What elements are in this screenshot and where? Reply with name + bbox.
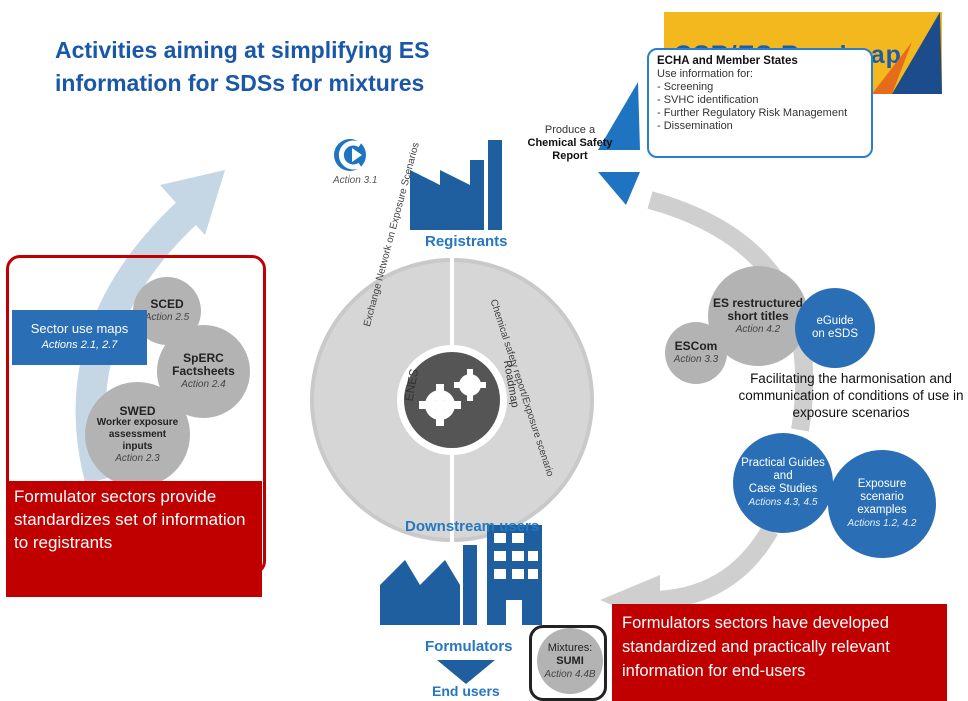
sced-title: SCED bbox=[150, 297, 184, 311]
escom-action: Action 3.3 bbox=[673, 354, 719, 365]
end-users-label: End users bbox=[432, 683, 500, 699]
es-examples-line: examples bbox=[857, 504, 907, 516]
echa-heading: ECHA and Member States bbox=[657, 55, 798, 67]
practical-line: Case Studies bbox=[748, 483, 818, 495]
echa-box: ECHA and Member States Use information f… bbox=[647, 48, 873, 158]
registrants-label: Registrants bbox=[425, 233, 508, 250]
sperc-title: SpERC bbox=[183, 351, 224, 365]
csr-line: Report bbox=[552, 150, 588, 162]
sumi-line: Mixtures: bbox=[547, 641, 593, 654]
echa-item: - Dissemination bbox=[657, 120, 733, 132]
practical-line: and bbox=[773, 470, 793, 482]
echa-intro: Use information for: bbox=[657, 68, 753, 80]
eguide-node: eGuide on eSDS bbox=[795, 288, 875, 368]
es-examples-node: Exposure scenario examples Actions 1.2, … bbox=[828, 450, 936, 558]
csr-line: Produce a bbox=[544, 124, 596, 136]
bottom-red-callout: Formulators sectors have developed stand… bbox=[612, 604, 947, 701]
registrants-factory-icon bbox=[410, 140, 502, 230]
practical-action: Actions 4.3, 4.5 bbox=[748, 497, 818, 508]
eguide-line: on eSDS bbox=[811, 328, 859, 340]
sumi-node: Mixtures: SUMI Action 4.4B bbox=[537, 628, 603, 694]
csr-arrow-up bbox=[598, 82, 640, 150]
left-red-callout: Formulator sectors provide standardizes … bbox=[6, 481, 262, 597]
practical-guides-node: Practical Guides and Case Studies Action… bbox=[733, 433, 833, 533]
echa-item: - SVHC identification bbox=[657, 94, 759, 106]
csr-arrow-down bbox=[598, 172, 640, 205]
es-titles-action: Action 4.2 bbox=[735, 323, 781, 335]
swed-title: SWED bbox=[119, 403, 156, 418]
sumi-frame bbox=[529, 625, 607, 701]
gears-icon bbox=[419, 369, 486, 426]
es-examples-line: scenario bbox=[860, 491, 904, 503]
page-title: Activities aiming at simplifying ES info… bbox=[55, 37, 430, 96]
sperc-title: Factsheets bbox=[172, 364, 235, 378]
es-titles-title: short titles bbox=[727, 308, 789, 323]
sumi-action: Action 4.4B bbox=[544, 668, 596, 680]
sced-action: Action 2.5 bbox=[144, 312, 190, 323]
sperc-action: Action 2.4 bbox=[181, 379, 226, 390]
sector-use-maps-node: Sector use maps Actions 2.1, 2.7 bbox=[12, 310, 147, 365]
swed-node: SWED Worker exposure assessment inputs A… bbox=[85, 382, 190, 487]
left-cycle-arrowhead bbox=[160, 170, 225, 235]
sector-title: Sector use maps bbox=[30, 321, 129, 336]
swed-line: Worker exposure bbox=[96, 416, 179, 428]
formulators-down-arrow bbox=[437, 660, 495, 684]
csr-line: Chemical Safety bbox=[527, 137, 613, 149]
es-examples-line: Exposure bbox=[857, 478, 907, 490]
action-3-1-label: Action 3.1 bbox=[333, 175, 378, 186]
facilitating-text: Facilitating the harmonisation and commu… bbox=[738, 371, 964, 420]
escom-title: ESCom bbox=[674, 339, 718, 353]
swed-line: assessment bbox=[108, 428, 167, 440]
escom-node: ESCom Action 3.3 bbox=[665, 322, 727, 384]
eguide-line: eGuide bbox=[816, 315, 854, 327]
echa-item: - Screening bbox=[657, 81, 714, 93]
swed-action: Action 2.3 bbox=[115, 452, 160, 464]
csr-label: Produce a Chemical Safety Report bbox=[518, 124, 622, 163]
practical-line: Practical Guides bbox=[741, 457, 825, 469]
sector-action: Actions 2.1, 2.7 bbox=[41, 339, 118, 351]
es-titles-title: ES restructured bbox=[712, 295, 804, 310]
formulators-label: Formulators bbox=[425, 638, 513, 655]
sumi-line: SUMI bbox=[556, 654, 584, 667]
banner-shape-icon bbox=[872, 12, 942, 94]
es-examples-action: Actions 1.2, 4.2 bbox=[847, 518, 917, 529]
right-lower-arc bbox=[649, 525, 778, 609]
downstream-users-label: Downstream users bbox=[405, 518, 540, 535]
swed-line: inputs bbox=[122, 440, 153, 452]
downstream-factory-icon bbox=[380, 525, 542, 625]
echa-item: - Further Regulatory Risk Management bbox=[657, 107, 848, 119]
